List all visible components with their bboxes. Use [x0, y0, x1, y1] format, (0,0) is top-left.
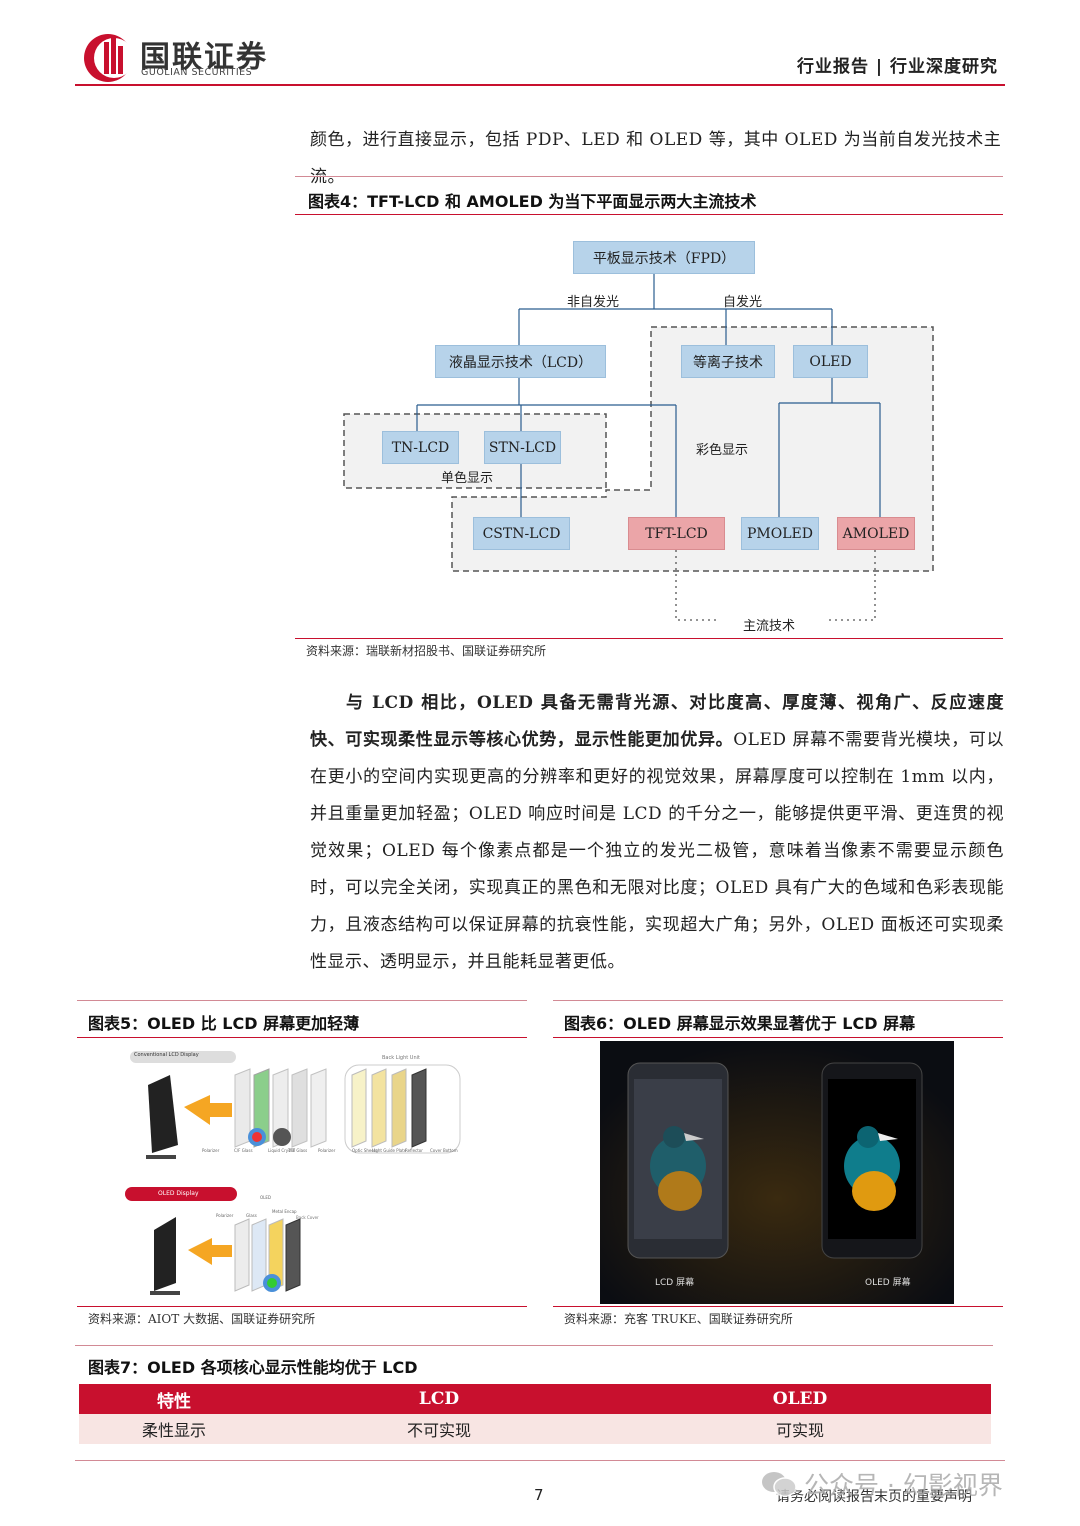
lcd-vs-oled-structure-image: Conventional LCD Display Back Light Unit… [120, 1045, 480, 1300]
fig7-title: 图表7：OLED 各项核心显示性能均优于 LCD [88, 1358, 418, 1377]
backlight-unit-label: Back Light Unit [382, 1055, 420, 1061]
node-cstn-lcd: CSTN-LCD [473, 517, 570, 550]
logo-mark-icon [84, 34, 134, 82]
fig4-top-rule [295, 176, 1003, 177]
phone-comparison-image [600, 1041, 954, 1304]
oled-layer-4: Metal Encap [272, 1209, 297, 1214]
fpd-diagram: 平板显示技术（FPD） 非自发光 自发光 液晶显示技术（LCD） 等离子技术 O… [295, 215, 1003, 635]
oled-display-label: OLED Display [158, 1190, 199, 1197]
table-header-row: 特性 LCD OLED [79, 1384, 991, 1414]
label-emissive: 自发光 [723, 295, 763, 310]
lcd-screen-caption: LCD 屏幕 [655, 1278, 695, 1288]
body-paragraph-bold: 与 LCD 相比，OLED 具备无需背光源、对比度高、厚度薄、视角广、反应速度快… [310, 693, 1004, 750]
oled-layer-2: Glass [246, 1213, 257, 1218]
disclaimer: 请务必阅读报告末页的重要声明 [776, 1489, 972, 1505]
lcd-layer-4: TFT Glass [288, 1148, 308, 1153]
node-stn-lcd: STN-LCD [484, 431, 561, 464]
node-oled: OLED [793, 345, 868, 378]
node-tn-lcd: TN-LCD [382, 431, 459, 464]
fig7-table: 特性 LCD OLED 柔性显示 不可实现 可实现 [79, 1384, 991, 1444]
fig5-bottom-rule [77, 1306, 527, 1307]
lcd-vs-oled-photo: LCD 屏幕 OLED 屏幕 [600, 1041, 954, 1304]
fig5-title-rule [77, 1037, 527, 1038]
fig6-title-rule [553, 1037, 1003, 1038]
table-header-oled: OLED [772, 1389, 828, 1409]
watermark-text: 公众号 · 幻影视界 [804, 1471, 1003, 1500]
label-mono-display: 单色显示 [441, 471, 494, 486]
label-mainstream: 主流技术 [743, 619, 796, 634]
company-logo: 国联证券 GUOLIAN SECURITIES [80, 28, 280, 84]
footer-rule [75, 1460, 1005, 1461]
wechat-icon [762, 1472, 797, 1497]
lcd-layer-2: C/F Glass [234, 1148, 253, 1153]
node-pmoled: PMOLED [741, 517, 819, 550]
label-color-display: 彩色显示 [696, 443, 749, 458]
page-number: 7 [534, 1486, 544, 1504]
body-paragraph-text: OLED 屏幕不需要背光模块，可以在更小的空间内实现更高的分辨率和更好的视觉效果… [310, 730, 1004, 972]
fig7-top-rule [75, 1345, 993, 1346]
diagram-connectors [343, 273, 934, 621]
node-fpd: 平板显示技术（FPD） [573, 241, 755, 274]
lcd-display-label: Conventional LCD Display [134, 1052, 199, 1058]
oled-layer-3: OLED [260, 1195, 271, 1200]
watermark: 公众号 · 幻影视界 [760, 1466, 1003, 1502]
lcd-layer-5: Polarizer [318, 1148, 336, 1153]
body-paragraph: 与 LCD 相比，OLED 具备无需背光源、对比度高、厚度薄、视角广、反应速度快… [310, 685, 1004, 981]
layer-structure-illustration [125, 1051, 461, 1295]
lcd-layer-8: Reflector [405, 1148, 423, 1153]
fig6-bottom-rule [553, 1306, 1003, 1307]
fig4-bottom-rule [295, 638, 1003, 639]
fig6-top-rule [553, 1000, 1003, 1001]
node-lcd: 液晶显示技术（LCD） [435, 345, 606, 378]
lcd-layer-3: Liquid Crystal [268, 1148, 296, 1153]
table-row: 柔性显示 不可实现 可实现 [79, 1414, 991, 1444]
lcd-layer-9: Cover Bottom [430, 1148, 458, 1153]
node-tft-lcd: TFT-LCD [628, 517, 725, 550]
lcd-layer-7: Light Guide Plate [372, 1148, 407, 1153]
fig4-source: 资料来源：瑞联新材招股书、国联证券研究所 [306, 644, 547, 658]
lcd-layer-6: Optic Sheets [352, 1148, 378, 1153]
oled-screen-caption: OLED 屏幕 [865, 1278, 911, 1288]
label-non-emissive: 非自发光 [567, 295, 620, 310]
report-type: 行业报告 | 行业深度研究 [796, 57, 998, 77]
fig6-title: 图表6：OLED 屏幕显示效果显著优于 LCD 屏幕 [564, 1014, 916, 1033]
lcd-layer-1: Polarizer [202, 1148, 220, 1153]
table-cell-feature: 柔性显示 [141, 1421, 206, 1440]
fig5-top-rule [77, 1000, 527, 1001]
table-header-feature: 特性 [157, 1391, 191, 1412]
intro-text: 颜色，进行直接显示，包括 PDP、LED 和 OLED 等，其中 OLED 为当… [310, 130, 1002, 187]
node-plasma: 等离子技术 [681, 345, 775, 378]
fig5-title: 图表5：OLED 比 LCD 屏幕更加轻薄 [88, 1014, 360, 1033]
company-name-cn: 国联证券 [140, 40, 268, 75]
company-name-en: GUOLIAN SECURITIES [141, 67, 253, 78]
header-divider [75, 84, 1005, 86]
oled-layer-1: Polarizer [216, 1213, 234, 1218]
fig4-title-rule [295, 214, 1003, 215]
table-header-lcd: LCD [418, 1389, 460, 1409]
fig5-source: 资料来源：AIOT 大数据、国联证券研究所 [88, 1312, 316, 1326]
fig6-source: 资料来源：充客 TRUKE、国联证券研究所 [564, 1312, 793, 1326]
table-cell-oled: 可实现 [775, 1421, 824, 1440]
oled-layer-5: Back Cover [296, 1215, 319, 1220]
fig4-title: 图表4：TFT-LCD 和 AMOLED 为当下平面显示两大主流技术 [308, 192, 757, 211]
node-amoled: AMOLED [837, 517, 915, 550]
table-cell-lcd: 不可实现 [406, 1421, 471, 1440]
